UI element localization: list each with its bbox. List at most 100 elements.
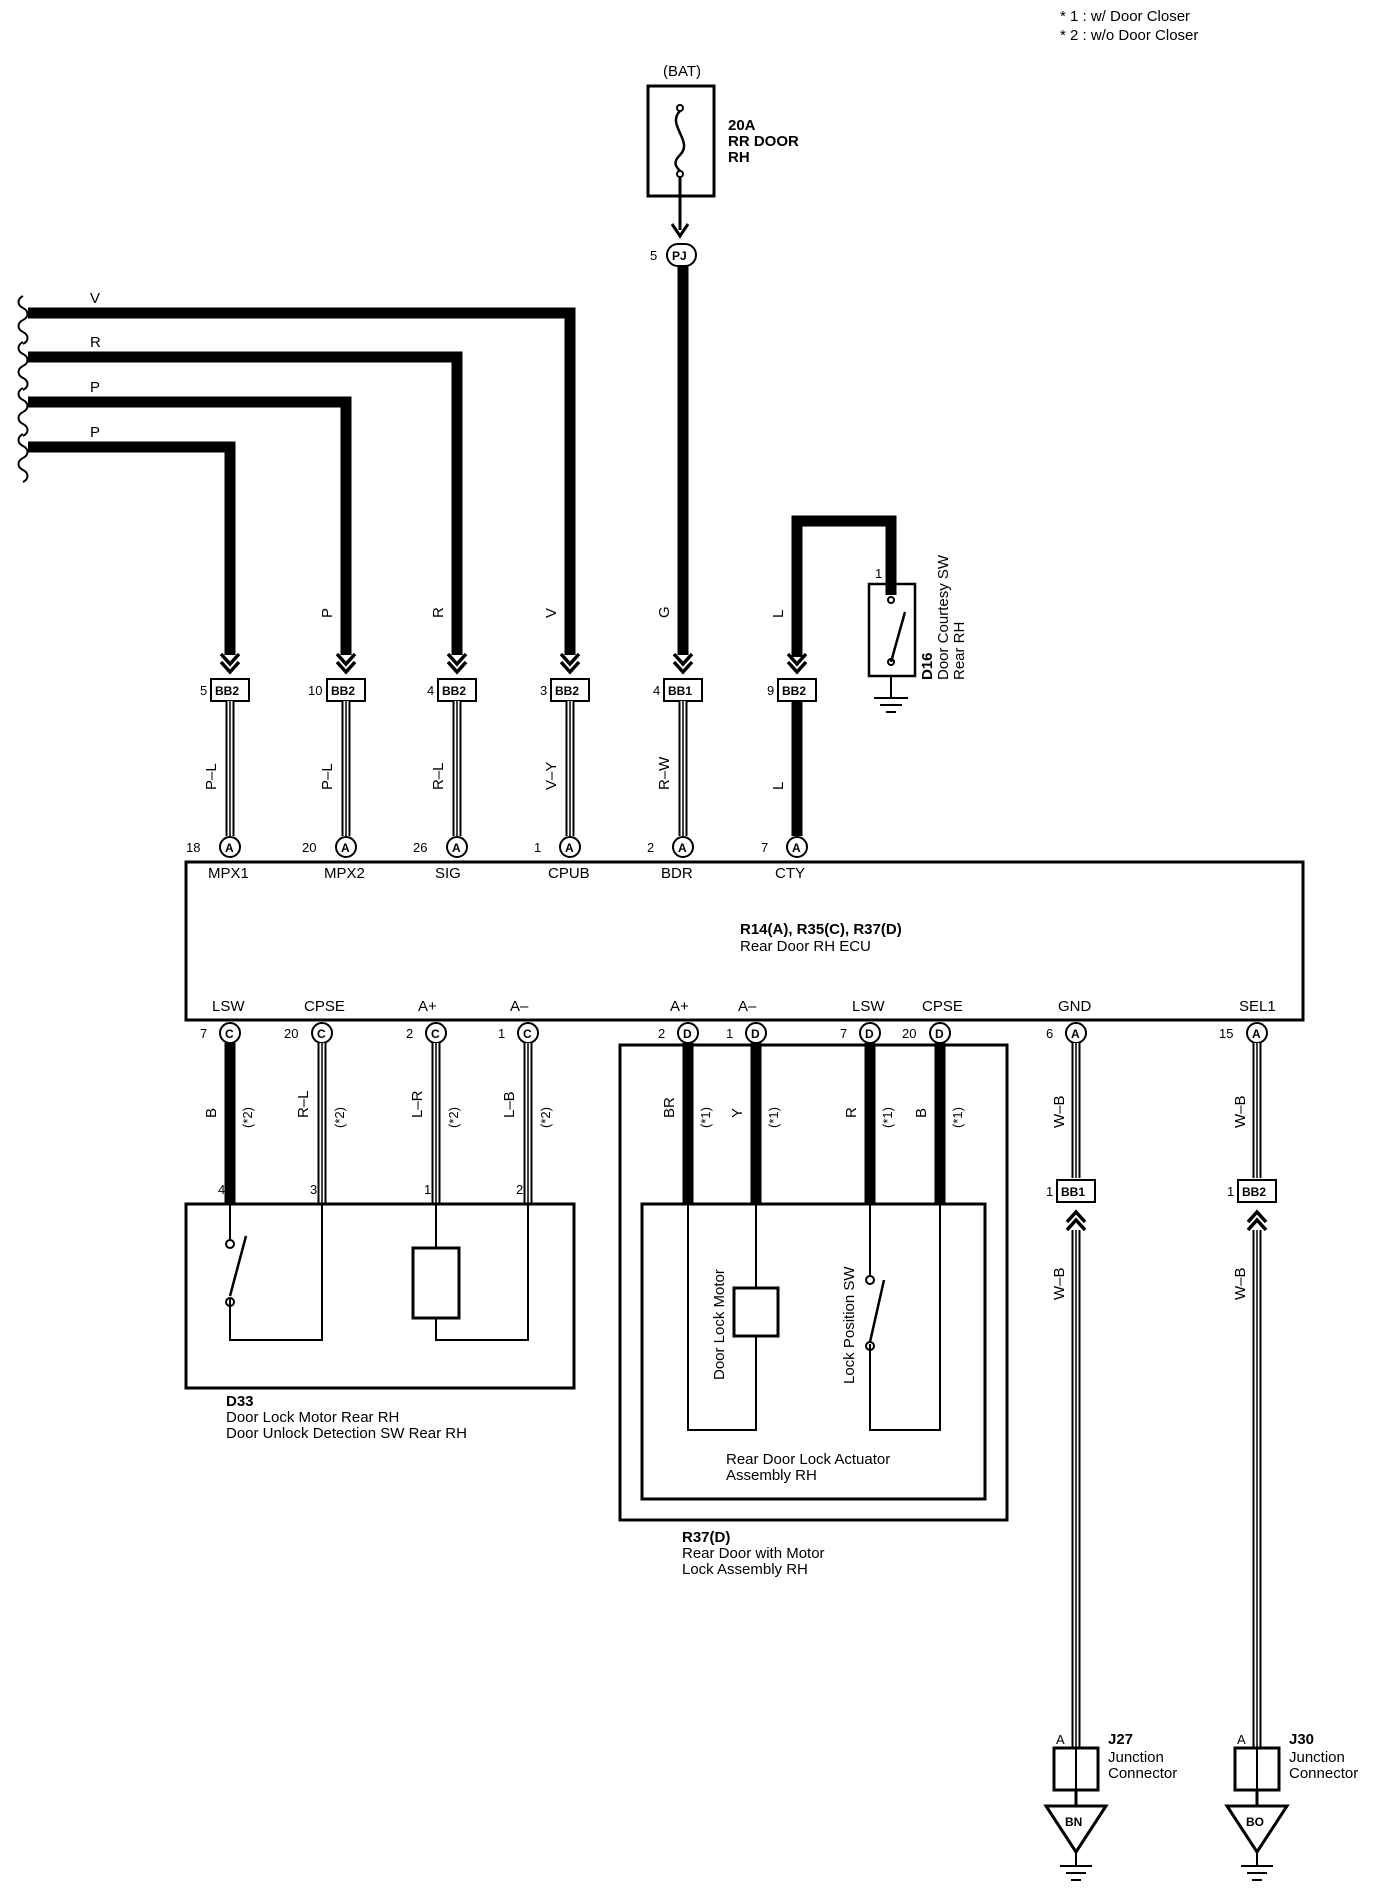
ecu-pin-num: 20 (902, 1026, 916, 1041)
r37-device: Door Lock Motor Lock Position SW Rear Do… (618, 1043, 1009, 1578)
bottom-connectors: LSWC7B(*2)4CPSEC20R–L(*2)3A+C2L–R(*2)1A–… (200, 998, 1276, 1204)
bb-code: BB2 (331, 684, 355, 698)
r37-name-2: Lock Assembly RH (682, 1561, 808, 1578)
courtesy-name-2: Rear RH (951, 622, 968, 680)
junction-pin: A (1056, 1732, 1065, 1747)
ecu-pin-code: D (751, 1027, 760, 1041)
ecu-pin-num: 20 (302, 840, 316, 855)
fuse-icon (674, 110, 686, 172)
bb-code: BB2 (442, 684, 466, 698)
terminal-label: SIG (435, 865, 461, 882)
variant-note: (*2) (538, 1107, 553, 1128)
variant-note: (*1) (880, 1107, 895, 1128)
terminal-label: A– (738, 998, 757, 1015)
ecu-pin-code: C (317, 1027, 326, 1041)
ecu-pin-code: A (1252, 1027, 1261, 1041)
wire-color: L–B (501, 1091, 518, 1118)
terminal-label: GND (1058, 998, 1092, 1015)
ecu-pin-num: 2 (647, 840, 654, 855)
note-1: * 1 : w/ Door Closer (1060, 8, 1190, 25)
junction-code: J27 (1108, 1731, 1133, 1748)
d33-device: D33 Door Lock Motor Rear RH Door Unlock … (184, 1202, 576, 1442)
bb-pin: 9 (767, 683, 774, 698)
ecu-pin-code: D (683, 1027, 692, 1041)
lower-color: R–L (430, 762, 447, 790)
courtesy-switch: 1 D16 Door Courtesy SW Rear RH (867, 554, 968, 713)
ecu-pin-code: C (523, 1027, 532, 1041)
ecu-pin-code: A (792, 841, 801, 855)
ecu-pin-code: C (225, 1027, 234, 1041)
bottom-pin-3: A+C2L–R(*2)1 (406, 998, 461, 1204)
ecu-pin-num: 15 (1219, 1026, 1233, 1041)
left-wire-1: V (90, 290, 100, 307)
actuator-name-1: Rear Door Lock Actuator (726, 1451, 890, 1468)
d33-name-1: Door Lock Motor Rear RH (226, 1409, 399, 1426)
upper-color: R (430, 607, 447, 618)
fuse-amp: 20A (728, 117, 756, 134)
junction-name-2: Connector (1289, 1765, 1358, 1782)
wire-color: BR (661, 1097, 678, 1118)
bb-code: BB1 (1061, 1185, 1085, 1199)
bb-pin: 5 (200, 683, 207, 698)
wire-color-bottom: W–B (1232, 1267, 1249, 1300)
up-arrow-icon (1246, 1209, 1268, 1232)
ecu-pin (219, 836, 241, 858)
fuse-source: (BAT) (663, 63, 701, 80)
ecu-pin-num: 7 (761, 840, 768, 855)
terminal-label: CPUB (548, 865, 590, 882)
ecu-name: Rear Door RH ECU (740, 938, 871, 955)
ecu-pin (672, 836, 694, 858)
ecu-pin-num: 18 (186, 840, 200, 855)
ecu-pin-num: 1 (534, 840, 541, 855)
left-wire-2: R (90, 334, 101, 351)
connector-pj: 5 PJ (650, 223, 697, 267)
device-pin: 1 (424, 1182, 431, 1197)
lower-color: R–W (656, 756, 673, 790)
bb-pin: 1 (1046, 1184, 1053, 1199)
upper-color: P (319, 608, 336, 618)
terminal-label: MPX1 (208, 865, 249, 882)
bb-code: BB2 (1242, 1185, 1266, 1199)
lower-color: L (770, 782, 787, 790)
switch-icon (889, 611, 907, 663)
variant-note: (*2) (240, 1107, 255, 1128)
fuse-name-2: RH (728, 149, 750, 166)
bb-pin: 1 (1227, 1184, 1234, 1199)
bb-pin: 10 (308, 683, 322, 698)
variant-note: (*2) (446, 1107, 461, 1128)
ground-triangle-icon (1224, 1804, 1290, 1855)
courtesy-name-1: Door Courtesy SW (935, 554, 952, 680)
variant-note: (*1) (766, 1107, 781, 1128)
ecu-code: R14(A), R35(C), R37(D) (740, 921, 902, 938)
motor-icon (411, 1246, 461, 1320)
bb-connectors: BB25P–LA18MPX1BB210PP–LA20MPX2BB24RR–LA2… (186, 606, 817, 882)
ecu-pin (446, 836, 468, 858)
terminal-label: CPSE (922, 998, 963, 1015)
terminal-label: A+ (418, 998, 437, 1015)
unlock-switch-icon (228, 1235, 248, 1297)
left-wire-3: P (90, 379, 100, 396)
wire-color: Y (729, 1108, 746, 1118)
pj-pin: 5 (650, 248, 657, 263)
bb-code: BB2 (555, 684, 579, 698)
terminal-label: LSW (852, 998, 885, 1015)
terminal-label: LSW (212, 998, 245, 1015)
wire-color-top: W–B (1051, 1095, 1068, 1128)
terminal-label: CPSE (304, 998, 345, 1015)
bb-code: BB2 (215, 684, 239, 698)
wire-color: R (843, 1107, 860, 1118)
ecu-pin-num: 2 (406, 1026, 413, 1041)
ground-triangle-icon (1043, 1804, 1109, 1855)
junction-name-1: Junction (1289, 1749, 1345, 1766)
upper-color: G (656, 606, 673, 618)
ecu-pin-code: A (678, 841, 687, 855)
upper-color: L (770, 610, 787, 618)
